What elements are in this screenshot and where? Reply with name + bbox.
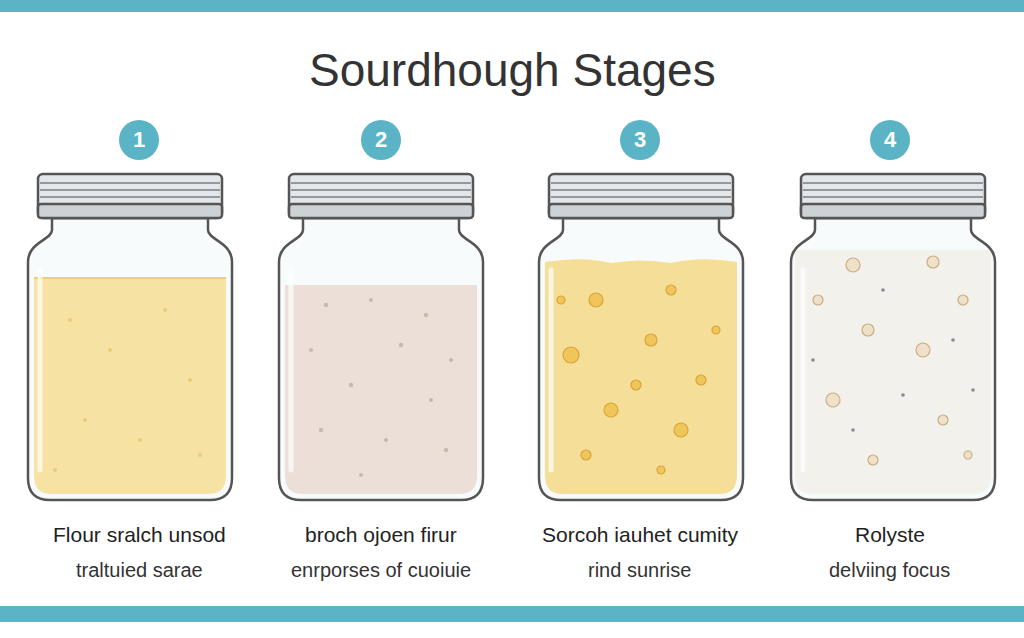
starter — [285, 285, 477, 494]
starter-dots — [53, 308, 202, 472]
stage-caption: Rolyste — [855, 522, 925, 547]
starter-bubbles — [557, 285, 720, 474]
starter-dots — [811, 288, 975, 432]
jar-outline — [539, 218, 743, 500]
step-number-circle: 2 — [361, 120, 401, 160]
starter-surface — [34, 277, 226, 279]
step-number: 4 — [884, 128, 896, 152]
stage-caption: Sorcoh iauhet cumity — [542, 522, 738, 547]
starter — [34, 278, 226, 494]
jar — [791, 174, 995, 500]
diagram-title: Sourdhough Stages — [309, 44, 716, 97]
jar — [279, 174, 483, 500]
stage-subcaption: rind sunrise — [588, 558, 691, 582]
jar — [539, 174, 743, 500]
glass-shine — [801, 270, 806, 470]
jar-glass — [279, 218, 483, 500]
jar-outline — [28, 218, 232, 500]
stage-subcaption: traltuied sarae — [76, 558, 203, 582]
top-bar — [0, 0, 1024, 12]
stage-caption: Flour sralch unsod — [53, 522, 226, 547]
jar — [28, 174, 232, 500]
glass-shine — [549, 270, 554, 470]
step-number-circle: 3 — [620, 120, 660, 160]
jar-lid — [801, 174, 985, 218]
stage-caption: broch ojoen firur — [305, 522, 457, 547]
glass-shine — [289, 270, 294, 470]
step-number: 1 — [133, 128, 145, 152]
starter-bubbles — [813, 256, 972, 465]
jar-outline — [279, 218, 483, 500]
bottom-bar — [0, 606, 1024, 622]
jar-glass — [791, 218, 995, 500]
step-number-circle: 4 — [870, 120, 910, 160]
jar-glass — [539, 218, 743, 500]
jar-outline — [791, 218, 995, 500]
stage-subcaption: delviing focus — [829, 558, 950, 582]
starter-dots — [309, 298, 453, 477]
stage-subcaption: enrporses of cuoiuie — [291, 558, 471, 582]
glass-shine — [38, 270, 43, 470]
jar-lid — [549, 174, 733, 218]
jar-lid — [289, 174, 473, 218]
step-number-circle: 1 — [119, 120, 159, 160]
jar-glass — [28, 218, 232, 500]
jar-lid — [38, 174, 222, 218]
starter — [795, 250, 991, 494]
step-number: 2 — [375, 128, 387, 152]
step-number: 3 — [634, 128, 646, 152]
starter — [545, 259, 737, 494]
